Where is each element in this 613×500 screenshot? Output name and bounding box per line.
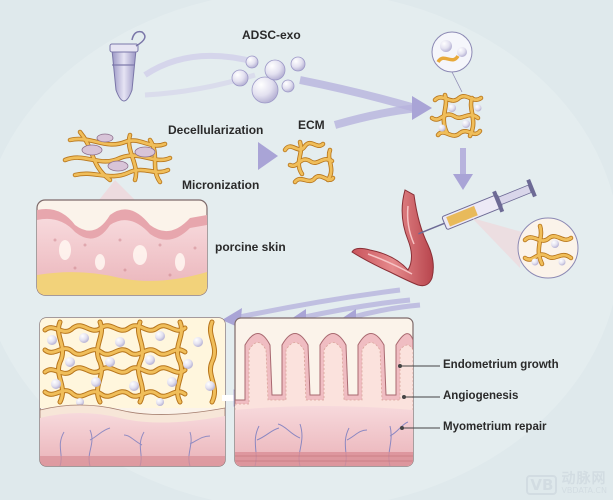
label-porcine-skin: porcine skin — [215, 240, 286, 254]
uterus-icon — [351, 189, 434, 287]
blood-vessels — [254, 421, 409, 466]
label-myometrium-repair: Myometrium repair — [443, 421, 547, 433]
zoom-beam — [95, 180, 140, 205]
exosome-loaded-scaffold — [429, 92, 484, 139]
porcine-skin-panel — [36, 199, 208, 296]
merge-arrow-lower — [333, 104, 419, 129]
merge-arrow-head — [412, 96, 432, 120]
ecm-particles — [282, 139, 336, 185]
treatment-arrow-1 — [234, 287, 401, 321]
syringe-icon — [418, 179, 537, 235]
label-endometrium-growth: Endometrium growth — [443, 359, 559, 371]
syringe-zoom-beam — [472, 218, 522, 268]
decellularized-tissue-fibers — [62, 129, 173, 185]
microtube-icon — [109, 30, 146, 102]
label-decellularization: Decellularization — [168, 123, 264, 137]
scaffold-implant-panel — [39, 317, 226, 467]
scaffold-exosomes — [47, 331, 215, 406]
label-ecm: ECM — [298, 118, 325, 132]
watermark: VB 动脉网 VBDATA.CN — [526, 471, 607, 496]
repaired-uterus-panel — [234, 317, 414, 467]
label-micronization: Micronization — [182, 178, 260, 192]
merge-arrow-upper — [299, 76, 417, 112]
watermark-chinese: 动脉网 — [561, 471, 607, 487]
tube-arc — [143, 52, 256, 78]
exosome-magnifier-side — [517, 217, 579, 279]
watermark-url: VBDATA.CN — [561, 486, 607, 495]
magnifier-pointer — [451, 71, 463, 93]
tissue-cells — [81, 133, 156, 172]
exosome-bubbles — [231, 55, 306, 104]
exosome-magnifier-top — [431, 31, 473, 73]
process-arrow-head — [258, 142, 278, 170]
load-syringe-arrow-head — [453, 174, 473, 190]
treatment-arrow-2 — [299, 297, 411, 321]
treatment-arrow-3 — [349, 302, 421, 321]
watermark-logo-icon: VB — [526, 475, 558, 495]
label-adsc-exo: ADSC-exo — [242, 28, 301, 42]
label-angiogenesis: Angiogenesis — [443, 390, 519, 402]
